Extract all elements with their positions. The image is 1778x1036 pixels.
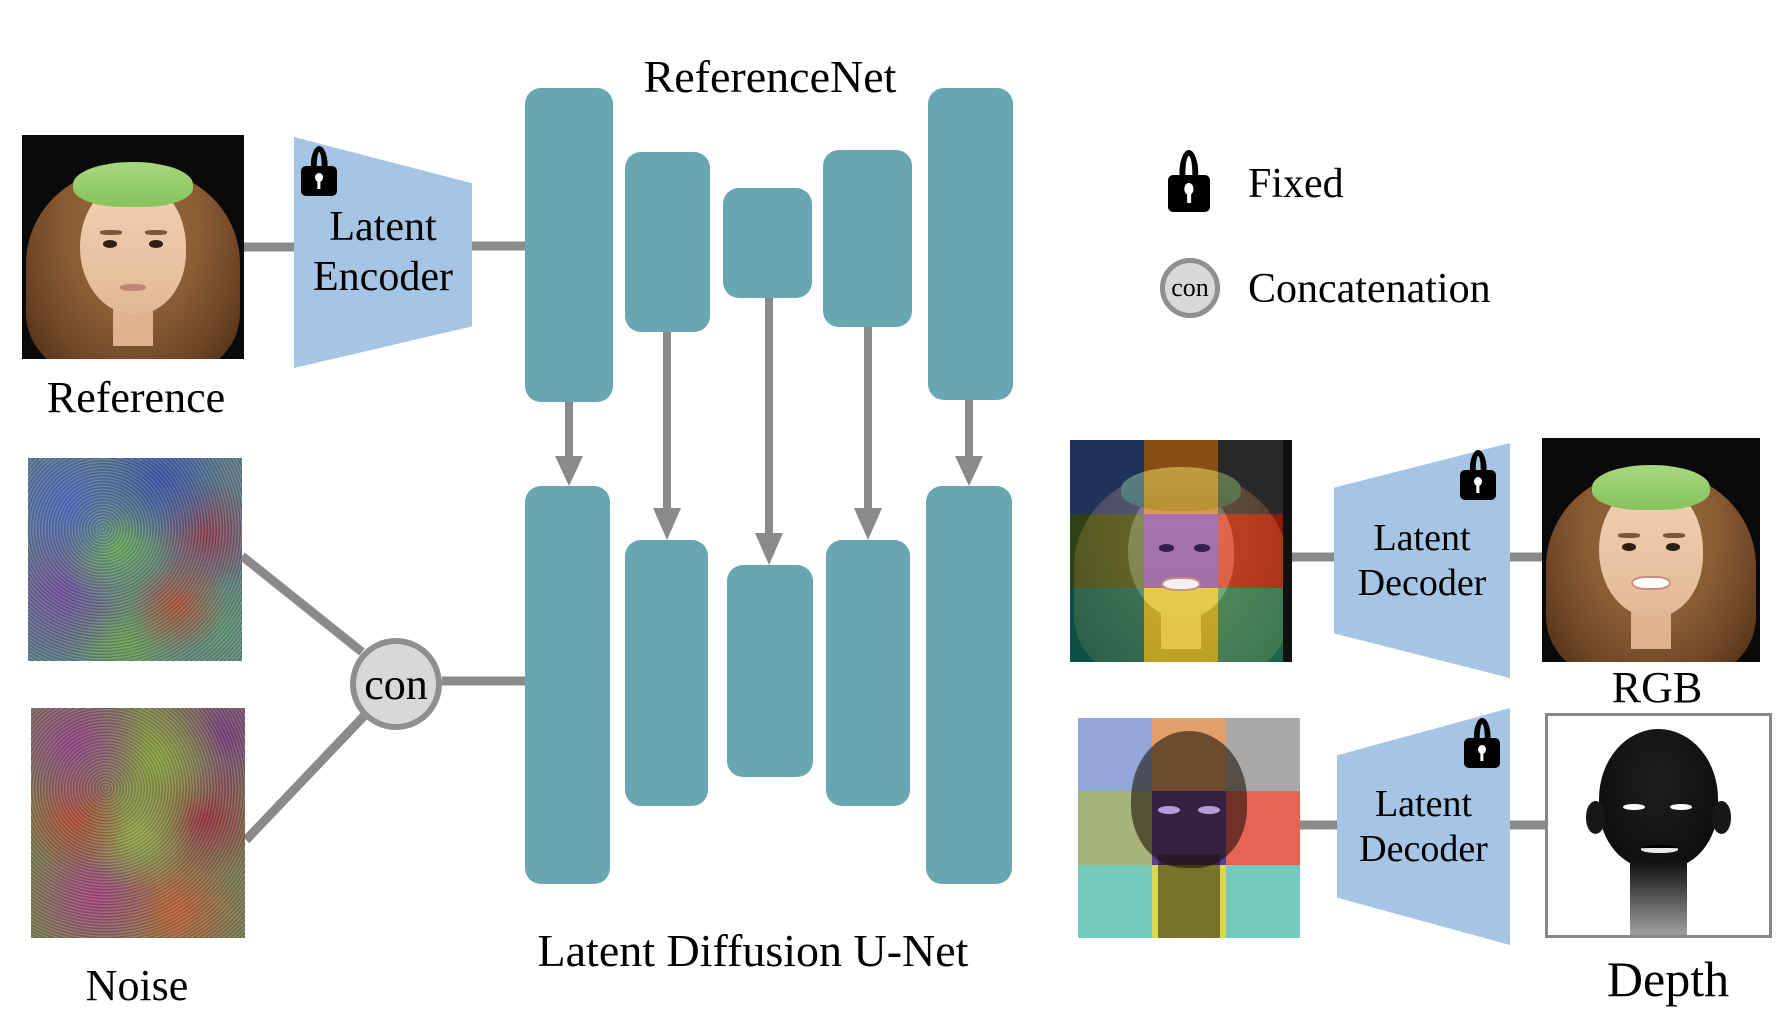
referencenet-block-1 [525,88,613,402]
latent-patch-tile [1070,514,1144,588]
depth-label: Depth [1606,951,1730,1007]
depth-decoder-label-line1: Latent [1374,782,1473,825]
eye [1158,544,1175,552]
eye [1197,806,1221,814]
referencenet-block-2 [625,152,710,332]
noise-image-1 [28,458,242,661]
lock-icon [1460,450,1496,500]
eye [1623,803,1646,811]
lock-icon [1464,718,1500,768]
neck [1629,860,1688,935]
eye [1194,544,1210,552]
latent-diffusion-unet-title: Latent Diffusion U-Net [537,925,969,976]
reference-label: Reference [46,373,226,422]
latent-patch-tile [1078,864,1152,938]
eye [103,240,118,248]
line-noise1-to-con [239,552,365,656]
ear [1585,801,1606,835]
referencenet-block-3 [723,188,812,298]
latent-patch-tile [1218,440,1292,514]
con-node-label: con [364,659,428,709]
line-noise2-to-con [242,712,368,844]
photo-edge [1283,440,1292,662]
unet-block-5 [926,486,1012,884]
latent-patch-tile [1070,440,1144,514]
depth-output-image [1545,713,1772,938]
concatenation-node: con [350,638,442,730]
reference-photo [22,135,244,359]
noise-image-2 [31,708,245,938]
rgb-output-photo [1542,438,1760,662]
rgb-label: RGB [1611,663,1703,712]
arrow-head-4 [854,508,882,540]
legend-concatenation-label: Concatenation [1248,266,1491,312]
unet-block-1 [525,486,610,884]
neck-silhouette [1157,854,1221,938]
latent-patch-tile [1226,864,1300,938]
head-silhouette [1131,731,1247,868]
rgb-decoder-label-line2: Decoder [1357,561,1487,604]
eyebrow [99,230,122,235]
arrow-head-3 [755,533,783,565]
rgb-latent-visualization [1070,440,1292,662]
mouth [119,283,147,292]
arrow-head-1 [555,456,583,486]
rgb-decoder-label-line1: Latent [1373,516,1471,559]
referencenet-block-5 [928,88,1013,400]
mouth [1640,845,1679,853]
eye [1621,543,1636,551]
latent-patch-tile [1144,588,1218,662]
eye [148,240,163,248]
latent-patch-grid [1070,440,1292,662]
referencenet-block-4 [823,150,912,327]
eye [1157,806,1181,814]
latent-patch-tile [1218,588,1292,662]
skip-connection-arrows [555,298,983,565]
eyebrow [1662,533,1685,538]
unet-block-3 [727,565,813,777]
depth-latent-visualization [1078,718,1300,938]
arrow-head-2 [653,508,681,540]
smile [1161,576,1201,591]
legend-con-text: con [1171,273,1209,302]
depth-decoder-label-line2: Decoder [1359,827,1488,870]
eyebrow [1618,533,1641,538]
unet-block-2 [625,540,708,806]
unet-block-4 [826,540,910,806]
latent-encoder-label-line1: Latent [329,203,437,250]
latent-patch-tile [1218,514,1292,588]
lock-icon [301,146,337,196]
green-headband [73,161,193,207]
arrow-head-5 [955,456,983,486]
eye [1666,543,1681,551]
depth-latent-decoder: Latent Decoder [1337,708,1510,945]
legend-lock-icon [1168,150,1210,212]
latent-patch-tile [1144,440,1218,514]
eyebrow [145,230,168,235]
ear [1711,801,1732,835]
legend-fixed-label: Fixed [1248,161,1344,207]
latent-encoder-label-line2: Encoder [313,253,453,300]
green-headband [1592,464,1710,510]
legend-con-icon: con [1160,258,1220,318]
latent-patch-tile [1070,588,1144,662]
noise-label: Noise [85,961,189,1010]
referencenet-title: ReferenceNet [643,51,897,102]
smile [1631,575,1671,591]
eye [1669,803,1692,811]
